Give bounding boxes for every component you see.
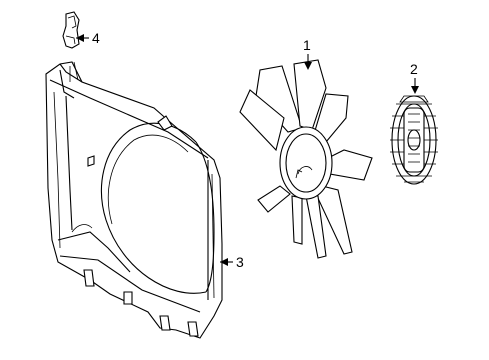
callout-4-label: 4	[92, 30, 100, 46]
fan-clutch-part	[390, 95, 438, 185]
callout-1: 1	[303, 37, 312, 70]
callout-2-label: 2	[410, 61, 418, 77]
clip-part	[62, 11, 80, 49]
callout-3: 3	[220, 254, 244, 270]
callout-1-label: 1	[303, 37, 311, 53]
fan-blade-part	[239, 59, 373, 259]
fan-shroud-part	[45, 61, 223, 339]
callout-2: 2	[410, 61, 419, 94]
callout-3-label: 3	[236, 254, 244, 270]
callout-4: 4	[76, 30, 100, 46]
